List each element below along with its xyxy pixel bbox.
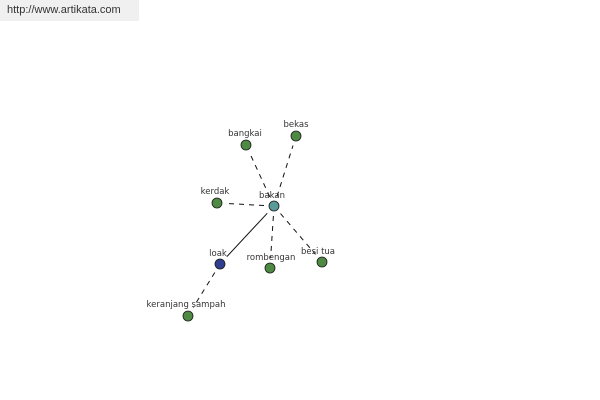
edge-bakan-kerdak: [226, 203, 265, 206]
node-circle-besi-tua[interactable]: [316, 256, 328, 268]
site-banner: http://www.artikata.com: [0, 0, 139, 21]
edge-bakan-bangkai: [249, 153, 271, 198]
node-label-bakan: bakan: [259, 191, 285, 201]
node-label-bangkai: bangkai: [228, 129, 262, 139]
node-circle-keranjang-sampah[interactable]: [182, 310, 194, 322]
node-label-rombengan: rombengan: [247, 253, 296, 263]
node-circle-bangkai[interactable]: [240, 139, 252, 151]
nodes-layer: bakan bangkai bekas kerdak loak rombengan besi…: [147, 120, 335, 322]
node-label-bekas: bekas: [283, 120, 309, 130]
edges-layer: [192, 145, 316, 308]
node-circle-rombengan[interactable]: [264, 262, 276, 274]
edge-bakan-besi-tua: [280, 213, 316, 255]
edge-loak-keranjang-sampah: [192, 272, 216, 308]
node-circle-loak[interactable]: [214, 258, 226, 270]
node-circle-bekas[interactable]: [290, 130, 302, 142]
node-circle-bakan[interactable]: [268, 200, 280, 212]
node-circle-kerdak[interactable]: [211, 197, 223, 209]
edge-bakan-rombengan: [270, 215, 274, 259]
node-label-kerdak: kerdak: [201, 187, 230, 197]
node-label-keranjang-sampah: keranjang sampah: [147, 300, 226, 310]
node-loak[interactable]: loak: [209, 249, 227, 270]
node-label-besi-tua: besi tua: [301, 247, 335, 257]
node-rombengan[interactable]: rombengan: [247, 253, 296, 274]
edge-bakan-loak: [226, 212, 268, 258]
node-bangkai[interactable]: bangkai: [228, 129, 262, 151]
node-kerdak[interactable]: kerdak: [201, 187, 230, 209]
edge-bakan-bekas: [276, 145, 294, 197]
node-keranjang-sampah[interactable]: keranjang sampah: [147, 300, 226, 322]
node-label-loak: loak: [209, 249, 227, 259]
site-url-link[interactable]: http://www.artikata.com: [7, 4, 121, 16]
node-bekas[interactable]: bekas: [283, 120, 309, 142]
node-besi-tua[interactable]: besi tua: [301, 247, 335, 268]
node-bakan[interactable]: bakan: [259, 191, 285, 212]
